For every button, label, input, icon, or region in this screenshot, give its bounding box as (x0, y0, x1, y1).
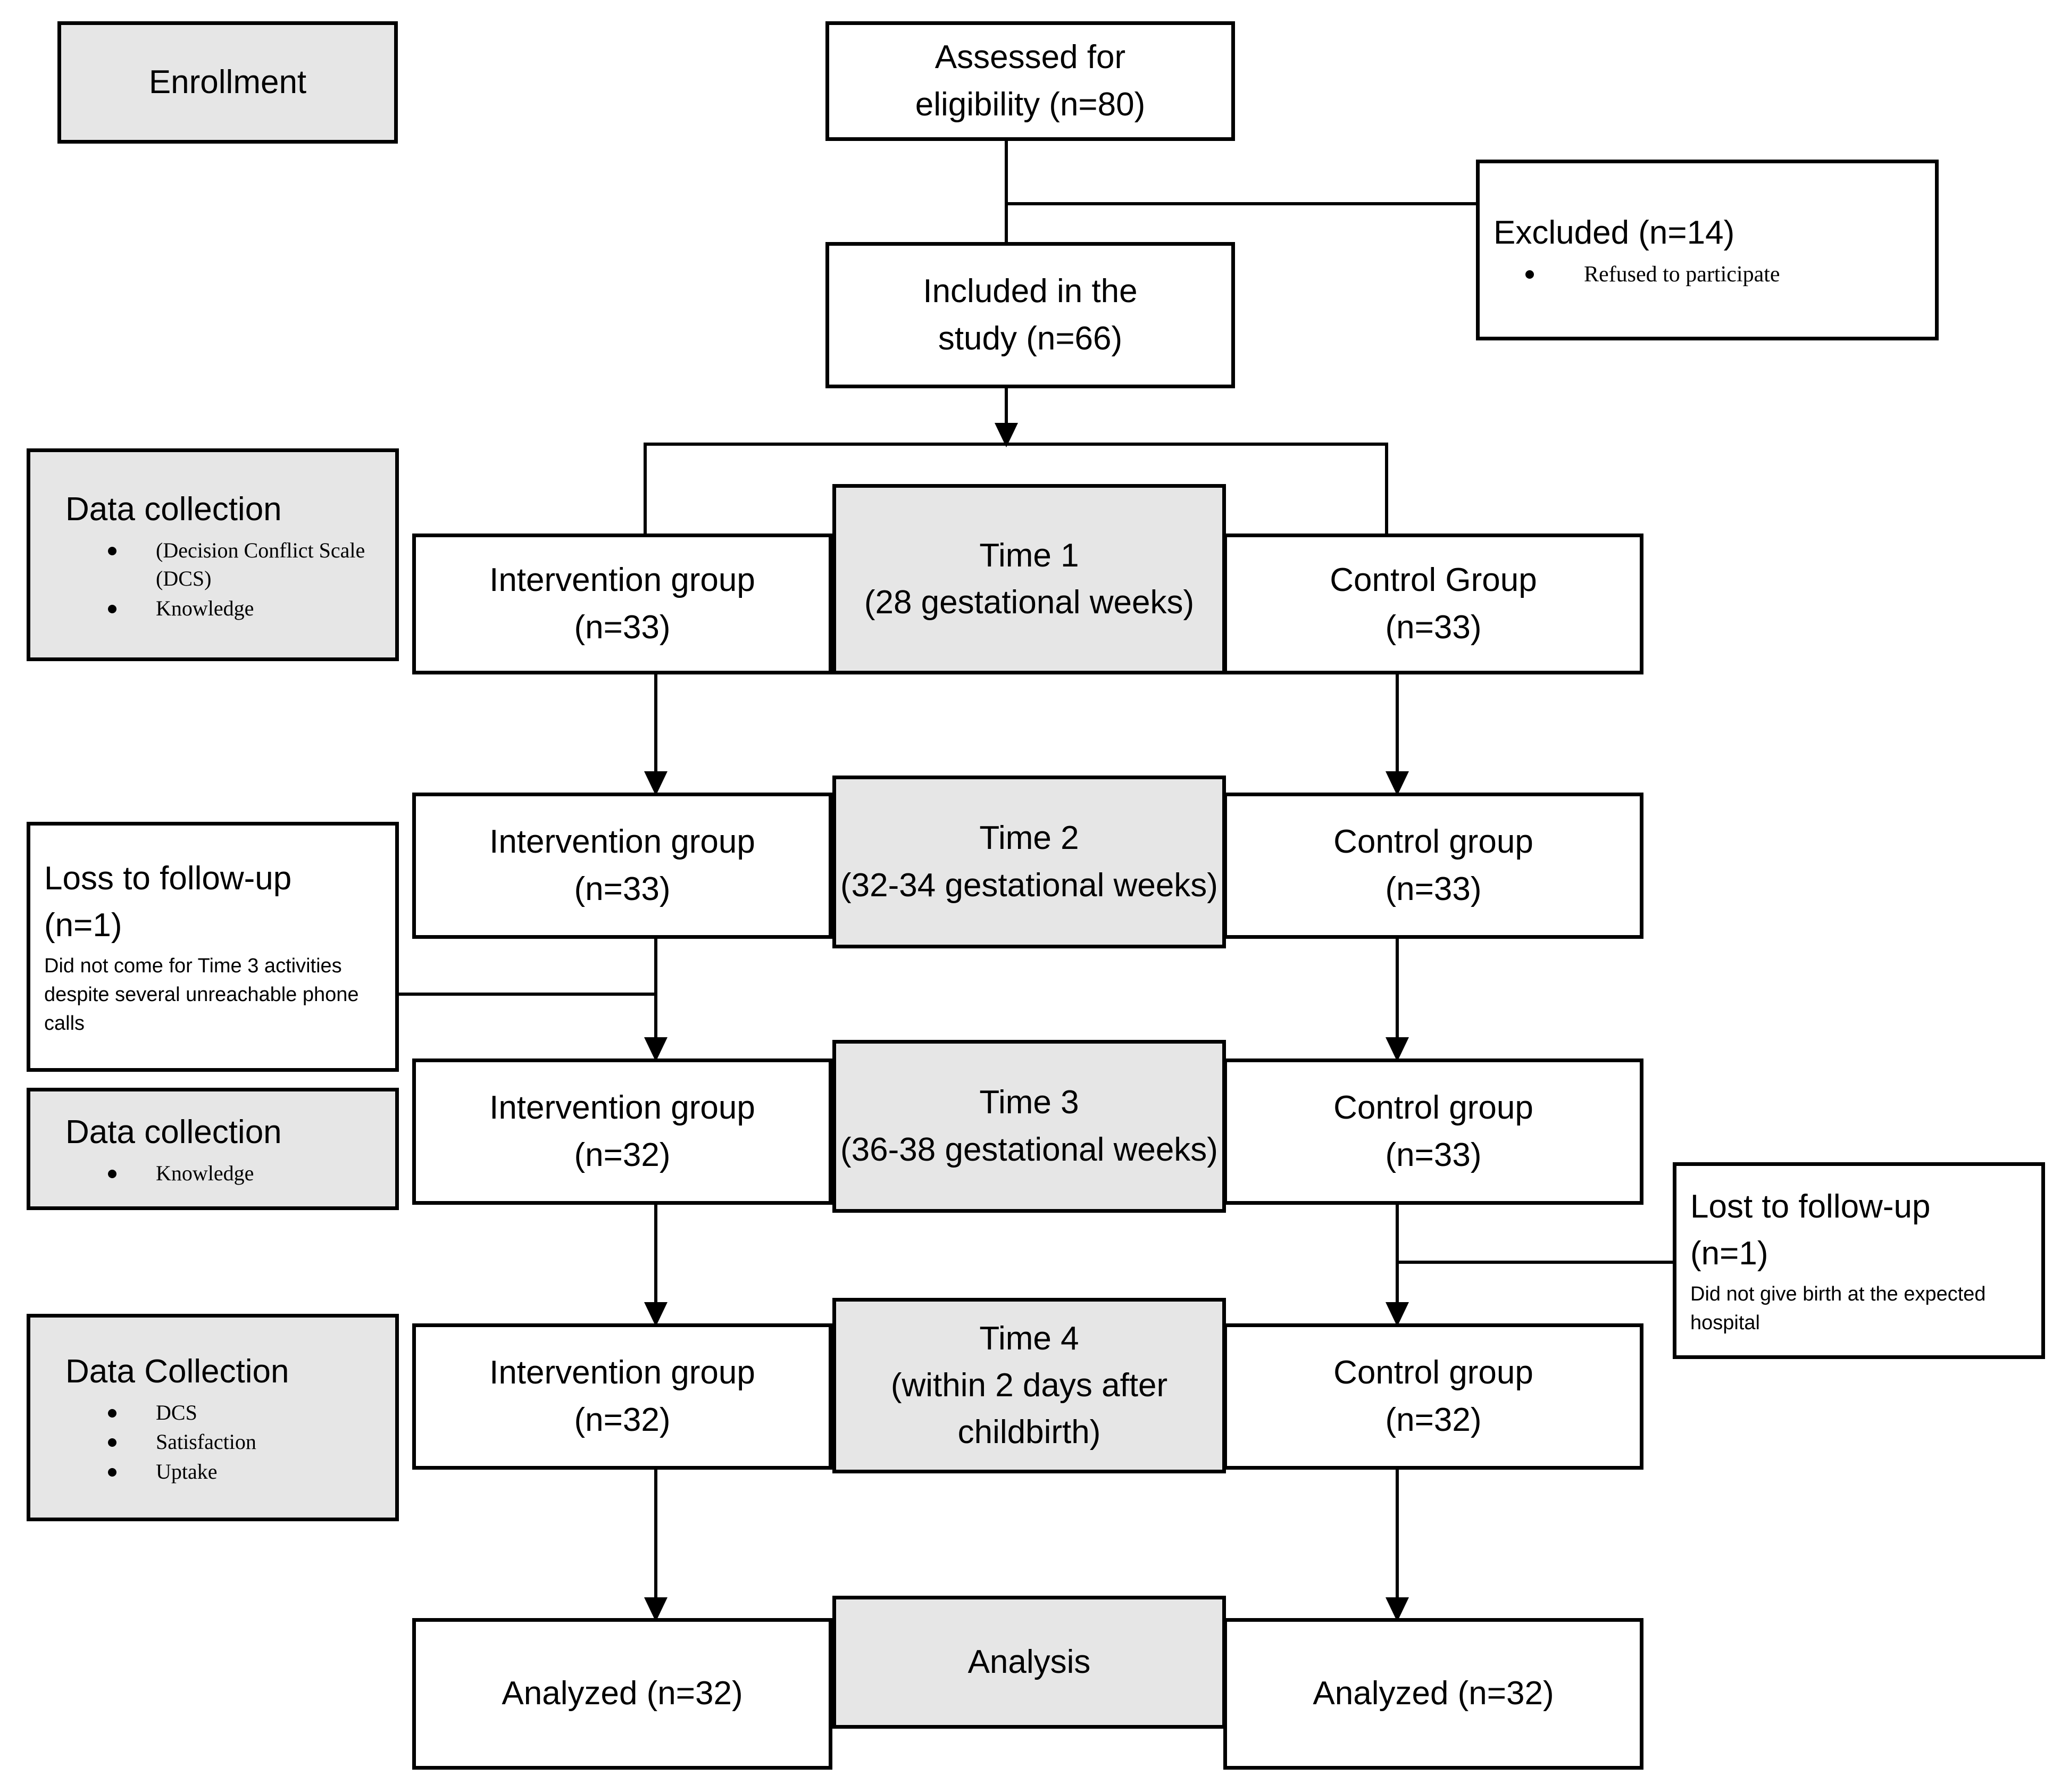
node-time4-intervention-text: Intervention group (n=32) (489, 1354, 755, 1438)
connector-split-right (1385, 443, 1388, 544)
node-time3-control: Control group (n=33) (1223, 1058, 1643, 1205)
stage-3-bullet-list: DCS Satisfaction Uptake (44, 1398, 381, 1487)
node-included-text: Included in the study (n=66) (923, 273, 1138, 357)
node-time1-intervention: Intervention group (n=33) (412, 534, 832, 674)
node-time3-control-text: Control group (n=33) (1333, 1089, 1533, 1173)
connector-t1c-to-t2c (1396, 674, 1399, 781)
node-time1-intervention-text: Intervention group (n=33) (489, 562, 755, 646)
node-lost-to-followup-right-note: Did not give birth at the expected hospi… (1690, 1283, 1986, 1335)
arrowhead-t4c-to-analyzed (1386, 1597, 1409, 1622)
node-time2-control-text: Control group (n=33) (1333, 823, 1533, 907)
arrowhead-t3c-to-t4c (1386, 1302, 1409, 1327)
connector-t3c-to-t4c (1396, 1205, 1399, 1311)
stage-1-bullet-list: (Decision Conflict Scale (DCS) Knowledge (44, 536, 381, 624)
connector-t2c-to-t3c (1396, 939, 1399, 1045)
connector-t4c-to-analyzed (1396, 1470, 1399, 1605)
arrowhead-t2c-to-t3c (1386, 1037, 1409, 1062)
node-time4-control: Control group (n=32) (1223, 1323, 1643, 1470)
stage-marker-analysis-text: Analysis (967, 1643, 1091, 1680)
node-analyzed-control-text: Analyzed (n=32) (1313, 1675, 1554, 1712)
stage-marker-time3-text: Time 3 (36-38 gestational weeks) (840, 1084, 1218, 1168)
stage-marker-time2: Time 2 (32-34 gestational weeks) (832, 776, 1226, 948)
node-time3-intervention: Intervention group (n=32) (412, 1058, 832, 1205)
node-loss-to-followup-left: Loss to follow-up (n=1) Did not come for… (27, 822, 399, 1072)
stage-marker-time1: Time 1 (28 gestational weeks) (832, 484, 1226, 674)
stage-2-bullet-list: Knowledge (44, 1159, 381, 1189)
node-analyzed-intervention-text: Analyzed (n=32) (502, 1675, 743, 1712)
arrowhead-t2i-to-t3i (644, 1037, 667, 1062)
list-item: Knowledge (108, 1159, 381, 1188)
node-analyzed-control: Analyzed (n=32) (1223, 1618, 1643, 1770)
stage-label-data-collection-1-text: Data collection (65, 490, 282, 528)
arrowhead-t3i-to-t4i (644, 1302, 667, 1327)
connector-lost-right-tap (1396, 1261, 1675, 1264)
node-excluded-title: Excluded (n=14) (1493, 214, 1735, 251)
stage-marker-time2-text: Time 2 (32-34 gestational weeks) (840, 820, 1218, 904)
connector-loss-left-tap (399, 993, 656, 996)
node-lost-to-followup-right-title: Lost to follow-up (n=1) (1690, 1188, 1931, 1272)
node-excluded: Excluded (n=14) Refused to participate (1476, 160, 1939, 340)
node-time2-intervention: Intervention group (n=33) (412, 793, 832, 939)
stage-label-data-collection-3: Data Collection DCS Satisfaction Uptake (27, 1314, 399, 1521)
node-time4-intervention: Intervention group (n=32) (412, 1323, 832, 1470)
arrowhead-t1i-to-t2i (644, 771, 667, 796)
connector-split-left (644, 443, 647, 544)
stage-label-enrollment-text: Enrollment (148, 63, 307, 101)
node-time1-control: Control Group (n=33) (1223, 534, 1643, 674)
list-item: (Decision Conflict Scale (DCS) (108, 536, 381, 593)
connector-t1i-to-t2i (654, 674, 657, 781)
stage-label-enrollment: Enrollment (57, 21, 398, 144)
node-analyzed-intervention: Analyzed (n=32) (412, 1618, 832, 1770)
connector-t2i-to-t3i (654, 939, 657, 1045)
connector-split-bar (644, 443, 1388, 446)
list-item: Knowledge (108, 594, 381, 623)
list-item: Uptake (108, 1457, 381, 1486)
node-included-in-study: Included in the study (n=66) (825, 242, 1235, 388)
node-loss-to-followup-left-note: Did not come for Time 3 activities despi… (44, 955, 359, 1035)
node-time3-intervention-text: Intervention group (n=32) (489, 1089, 755, 1173)
stage-marker-time4: Time 4 (within 2 days after childbirth) (832, 1298, 1226, 1473)
node-time2-intervention-text: Intervention group (n=33) (489, 823, 755, 907)
stage-marker-time4-text: Time 4 (within 2 days after childbirth) (890, 1320, 1168, 1451)
stage-label-data-collection-2: Data collection Knowledge (27, 1088, 399, 1210)
list-item: Satisfaction (108, 1428, 381, 1456)
excluded-bullet-list: Refused to participate (1493, 260, 1921, 290)
list-item: DCS (108, 1398, 381, 1427)
arrowhead-t1c-to-t2c (1386, 771, 1409, 796)
connector-t3i-to-t4i (654, 1205, 657, 1311)
stage-marker-time3: Time 3 (36-38 gestational weeks) (832, 1040, 1226, 1213)
node-time1-control-text: Control Group (n=33) (1330, 562, 1537, 646)
arrowhead-t4i-to-analyzed (644, 1597, 667, 1622)
connector-included-down (1005, 388, 1008, 426)
list-item: Refused to participate (1525, 260, 1921, 289)
node-lost-to-followup-right: Lost to follow-up (n=1) Did not give bir… (1673, 1162, 2045, 1359)
connector-assessed-down (1005, 141, 1008, 316)
node-assessed-for-eligibility: Assessed for eligibility (n=80) (825, 21, 1235, 141)
node-time2-control: Control group (n=33) (1223, 793, 1643, 939)
connector-assessed-to-excluded (1005, 202, 1476, 205)
node-assessed-text: Assessed for eligibility (n=80) (915, 39, 1146, 123)
node-time4-control-text: Control group (n=32) (1333, 1354, 1533, 1438)
stage-label-data-collection-2-text: Data collection (65, 1114, 282, 1151)
stage-marker-analysis: Analysis (832, 1596, 1226, 1729)
connector-t4i-to-analyzed (654, 1470, 657, 1605)
node-loss-to-followup-left-title: Loss to follow-up (n=1) (44, 860, 292, 944)
stage-label-data-collection-1: Data collection (Decision Conflict Scale… (27, 448, 399, 661)
stage-label-data-collection-3-text: Data Collection (65, 1353, 289, 1390)
stage-marker-time1-text: Time 1 (28 gestational weeks) (864, 537, 1195, 621)
